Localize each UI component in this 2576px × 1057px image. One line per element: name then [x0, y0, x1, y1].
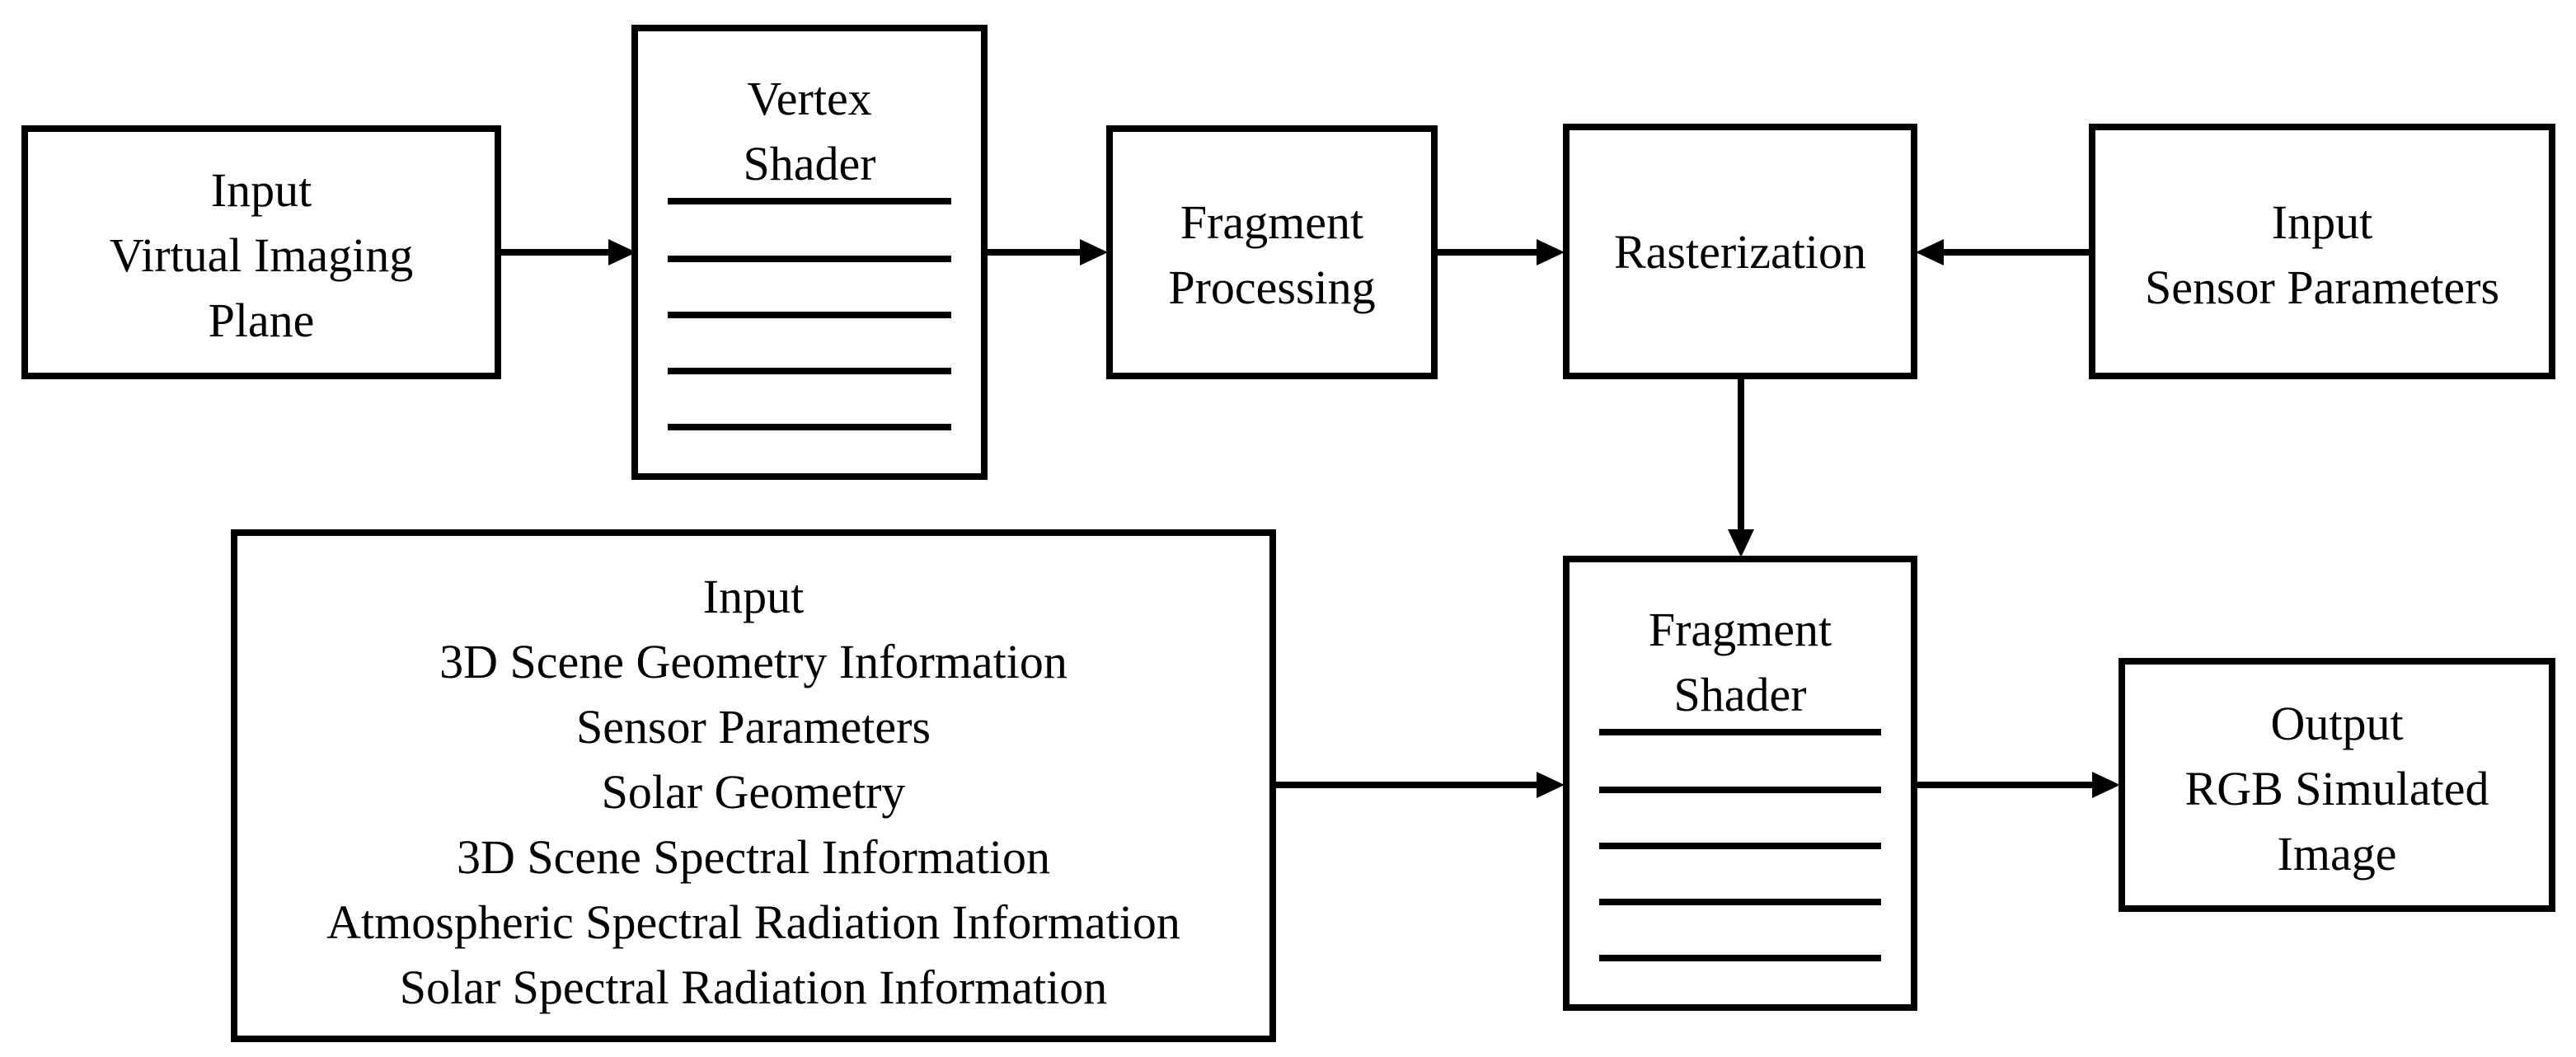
node-line: Output [2270, 697, 2404, 750]
node-line: RGB Simulated [2184, 762, 2489, 815]
node-line: 3D Scene Spectral Information [457, 830, 1050, 884]
node-line: Shader [743, 137, 876, 190]
node-imaging-plane-label: Input Virtual Imaging Plane [28, 157, 495, 353]
node-imaging-plane: Input Virtual Imaging Plane [21, 125, 501, 379]
edge-imaging-plane-to-vertex-shader [500, 239, 636, 265]
node-line: Shader [1673, 668, 1807, 721]
shader-line-4 [668, 368, 951, 374]
shader-line-1 [668, 198, 951, 204]
node-output-label: Output RGB Simulated Image [2125, 691, 2549, 886]
shader-line-3 [668, 312, 951, 318]
shader-line-5 [1599, 955, 1881, 961]
node-sensor-parameters: Input Sensor Parameters [2089, 124, 2555, 379]
edge-vertex-shader-to-fragment-processing [986, 239, 1108, 265]
node-line: Plane [208, 294, 315, 347]
node-line: Virtual Imaging [109, 228, 414, 282]
node-line: Sensor Parameters [575, 700, 931, 754]
node-vertex-shader-label: Vertex Shader [638, 66, 981, 196]
node-line: Rasterization [1613, 225, 1866, 279]
node-fragment-processing: Fragment Processing [1106, 125, 1438, 379]
node-line: Solar Spectral Radiation Information [399, 961, 1108, 1014]
edge-sensor-parameters-to-rasterization [1916, 239, 2090, 265]
node-scene-inputs-label: Input 3D Scene Geometry Information Sens… [237, 564, 1269, 1020]
edge-fragment-shader-to-output [1916, 772, 2120, 798]
node-line: Input [2271, 195, 2373, 249]
node-line: Input [702, 570, 805, 623]
node-rasterization: Rasterization [1563, 124, 1917, 379]
node-line: 3D Scene Geometry Information [439, 635, 1067, 688]
node-fragment-shader: Fragment Shader [1563, 556, 1917, 1011]
shader-line-3 [1599, 843, 1881, 849]
node-scene-inputs: Input 3D Scene Geometry Information Sens… [231, 529, 1276, 1042]
node-sensor-parameters-label: Input Sensor Parameters [2095, 190, 2549, 320]
node-line: Atmospheric Spectral Radiation Informati… [326, 895, 1180, 949]
shader-line-1 [1599, 729, 1881, 735]
shader-line-2 [1599, 787, 1881, 793]
node-vertex-shader: Vertex Shader [631, 25, 988, 480]
edge-rasterization-to-fragment-shader [1728, 376, 1754, 557]
node-output: Output RGB Simulated Image [2119, 658, 2555, 912]
node-fragment-processing-label: Fragment Processing [1113, 190, 1431, 320]
node-fragment-shader-label: Fragment Shader [1570, 597, 1911, 727]
edge-fragment-processing-to-rasterization [1436, 239, 1565, 265]
shader-line-5 [668, 424, 951, 430]
node-line: Input [210, 163, 312, 217]
shader-line-2 [668, 256, 951, 262]
node-line: Processing [1168, 261, 1376, 314]
shader-line-4 [1599, 899, 1881, 905]
node-rasterization-label: Rasterization [1570, 219, 1911, 284]
node-line: Fragment [1180, 195, 1364, 249]
node-line: Fragment [1648, 603, 1832, 656]
node-line: Image [2277, 827, 2397, 881]
node-line: Sensor Parameters [2144, 261, 2500, 314]
node-line: Vertex [747, 72, 872, 125]
edge-scene-inputs-to-fragment-shader [1274, 772, 1565, 798]
node-line: Solar Geometry [601, 765, 906, 819]
